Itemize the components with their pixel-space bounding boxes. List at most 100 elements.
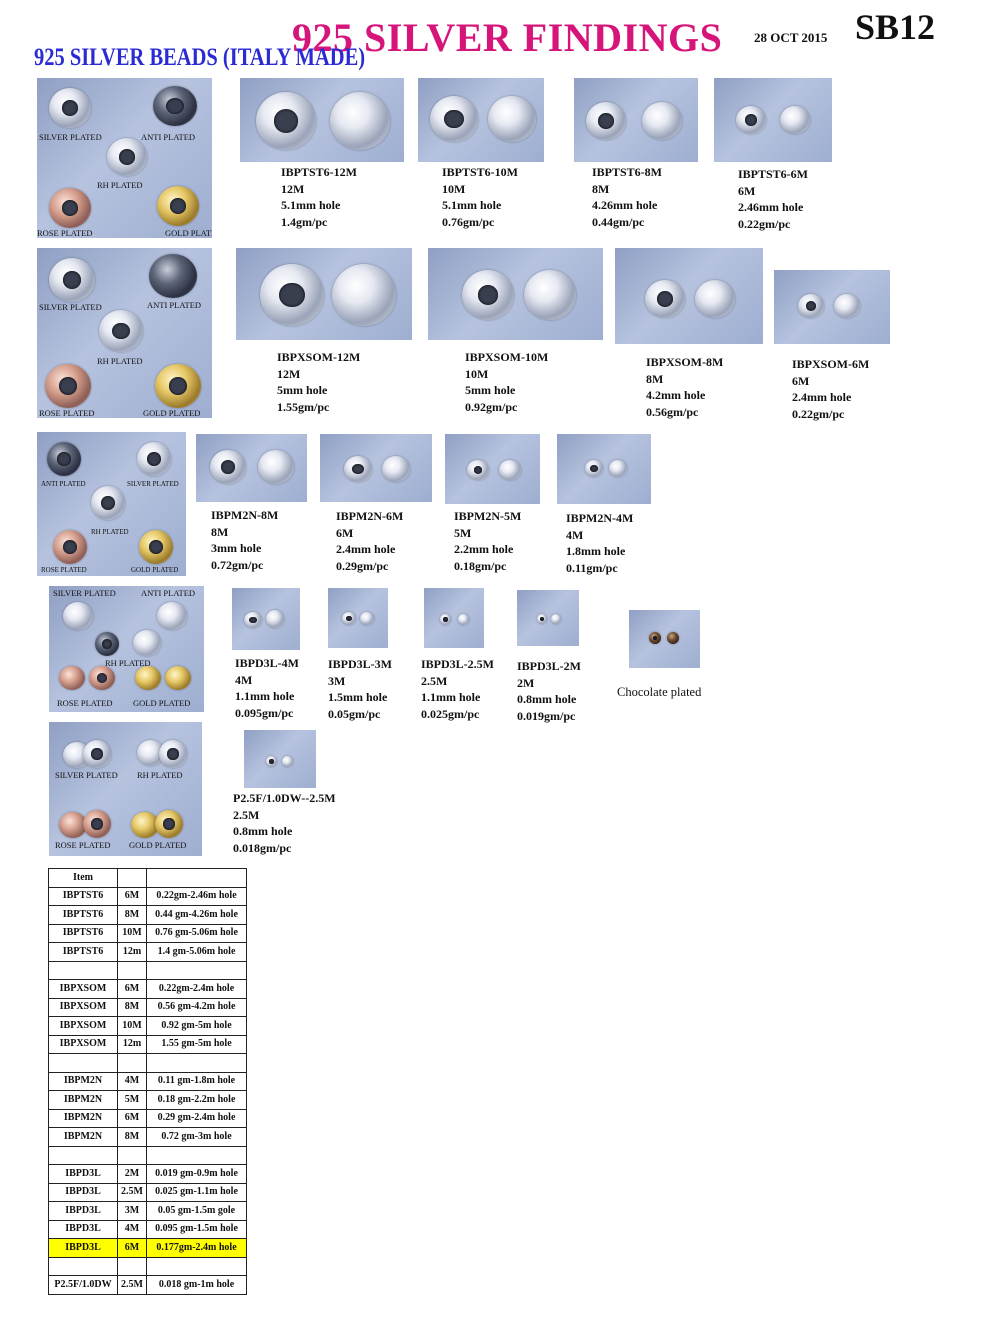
plating-label: GOLD PLATED (165, 228, 212, 238)
product-photo (517, 590, 579, 646)
gold-bead-image (155, 810, 183, 838)
product-hole: 1.5mm hole (328, 690, 388, 704)
product-weight: 0.72gm/pc (211, 557, 264, 572)
product-photo (328, 588, 388, 648)
bead-image (330, 92, 390, 150)
product-caption: IBPM2N-6M 6M 2.4mm hole 0.29gm/pc (336, 508, 403, 574)
rose-bead-image (45, 364, 91, 408)
product-photo (418, 78, 544, 162)
table-cell-item: IBPM2N (48, 1108, 118, 1128)
bead-image (342, 612, 356, 625)
bead-image (551, 614, 561, 624)
silver-bead-image (83, 740, 111, 768)
catalog-date: 28 OCT 2015 (754, 30, 828, 45)
product-photo (196, 434, 307, 502)
bead-image (524, 270, 576, 320)
bead-image (798, 294, 824, 318)
gold-bead-image (157, 186, 199, 226)
table-cell-size: 12m (117, 1034, 147, 1054)
plating-variants-photo: SILVER PLATED ANTI PLATED RH PLATED ROSE… (37, 248, 212, 418)
plating-label: RH PLATED (105, 658, 151, 668)
product-hole: 3mm hole (211, 541, 262, 555)
product-caption: IBPM2N-4M 4M 1.8mm hole 0.11gm/pc (566, 510, 633, 576)
product-caption: IBPM2N-5M 5M 2.2mm hole 0.18gm/pc (454, 508, 521, 574)
bead-image (258, 450, 294, 484)
product-size: 5M (454, 525, 472, 540)
anti-bead-image (149, 254, 197, 298)
product-caption: IBPTST6-8M 8M 4.26mm hole 0.44gm/pc (592, 164, 662, 230)
table-header-size (117, 868, 147, 888)
plating-label: SILVER PLATED (55, 770, 118, 780)
gold-bead-image (139, 530, 173, 564)
product-code: IBPD3L-2M (517, 659, 581, 673)
silver-bead-image (137, 442, 171, 476)
product-size: 12M (281, 181, 305, 196)
product-size: 2.5M (233, 807, 260, 822)
table-spacer-row (48, 960, 247, 980)
plating-label: SILVER PLATED (53, 588, 116, 598)
plating-label: ROSE PLATED (37, 228, 93, 238)
plating-variants-photo: SILVER PLATED ANTI PLATED RH PLATED ROSE… (37, 78, 212, 238)
product-photo (615, 248, 763, 344)
product-caption: IBPXSOM-10M 10M 5mm hole 0.92gm/pc (465, 349, 548, 415)
table-cell-spec: 0.025 gm-1.1m hole (146, 1182, 247, 1202)
product-code: IBPTST6-10M (442, 165, 519, 179)
product-weight: 0.05gm/pc (328, 706, 381, 721)
product-photo (629, 610, 700, 668)
table-cell-size: 5M (117, 1090, 147, 1110)
page-title: 925 SILVER FINDINGS (292, 15, 723, 60)
table-cell-item (48, 1145, 118, 1165)
gold-bead-image (131, 812, 159, 838)
table-cell-spec: 0.44 gm-4.26m hole (146, 905, 247, 925)
bead-image (260, 264, 324, 326)
product-size: 4M (235, 672, 253, 687)
table-cell-item: IBPD3L (48, 1238, 118, 1258)
table-cell-size: 6M (117, 979, 147, 999)
product-weight: 0.29gm/pc (336, 558, 389, 573)
product-hole: 4.26mm hole (592, 198, 658, 212)
table-cell-spec: 0.095 gm-1.5m hole (146, 1219, 247, 1239)
product-code: IBPXSOM-6M (792, 357, 870, 371)
table-cell-item: IBPD3L (48, 1201, 118, 1221)
table-cell-spec: 0.72 gm-3m hole (146, 1127, 247, 1147)
plating-label: RH PLATED (97, 356, 143, 366)
plating-variants-photo: ANTI PLATED SILVER PLATED RH PLATED ROSE… (37, 432, 186, 576)
plating-label: GOLD PLATED (131, 566, 179, 574)
product-photo (240, 78, 404, 162)
table-cell-size: 6M (117, 1108, 147, 1128)
product-size: 8M (646, 371, 664, 386)
product-weight: 0.92gm/pc (465, 399, 518, 414)
product-caption: IBPXSOM-12M 12M 5mm hole 1.55gm/pc (277, 349, 360, 415)
bead-image (695, 280, 735, 318)
chocolate-bead-image (649, 632, 661, 644)
table-cell-item: IBPTST6 (48, 942, 118, 962)
table-cell-size: 4M (117, 1219, 147, 1239)
bead-image (440, 614, 451, 625)
bead-image (210, 450, 246, 484)
bead-image (344, 456, 372, 482)
product-weight: 0.095gm/pc (235, 705, 294, 720)
product-weight: 1.4gm/pc (281, 214, 328, 229)
table-cell-size: 6M (117, 886, 147, 906)
table-cell-spec: 0.92 gm-5m hole (146, 1016, 247, 1036)
rose-bead-image (59, 666, 85, 690)
rh-bead-image (107, 138, 147, 176)
table-cell-spec: 0.05 gm-1.5m gole (146, 1201, 247, 1221)
product-weight: 0.22gm/pc (738, 216, 791, 231)
chocolate-plated-label: Chocolate plated (617, 685, 702, 699)
bead-image (488, 96, 536, 142)
rh-bead-image (159, 740, 187, 768)
table-cell-spec: 0.56 gm-4.2m hole (146, 997, 247, 1017)
table-cell-spec: 0.11 gm-1.8m hole (146, 1071, 247, 1091)
plating-label: GOLD PLATED (133, 698, 191, 708)
bead-image (736, 106, 766, 134)
product-photo (774, 270, 890, 344)
product-weight: 0.56gm/pc (646, 404, 699, 419)
plating-label: ROSE PLATED (55, 840, 111, 850)
table-cell-size: 6M (117, 1238, 147, 1258)
product-hole: 2.46mm hole (738, 200, 804, 214)
